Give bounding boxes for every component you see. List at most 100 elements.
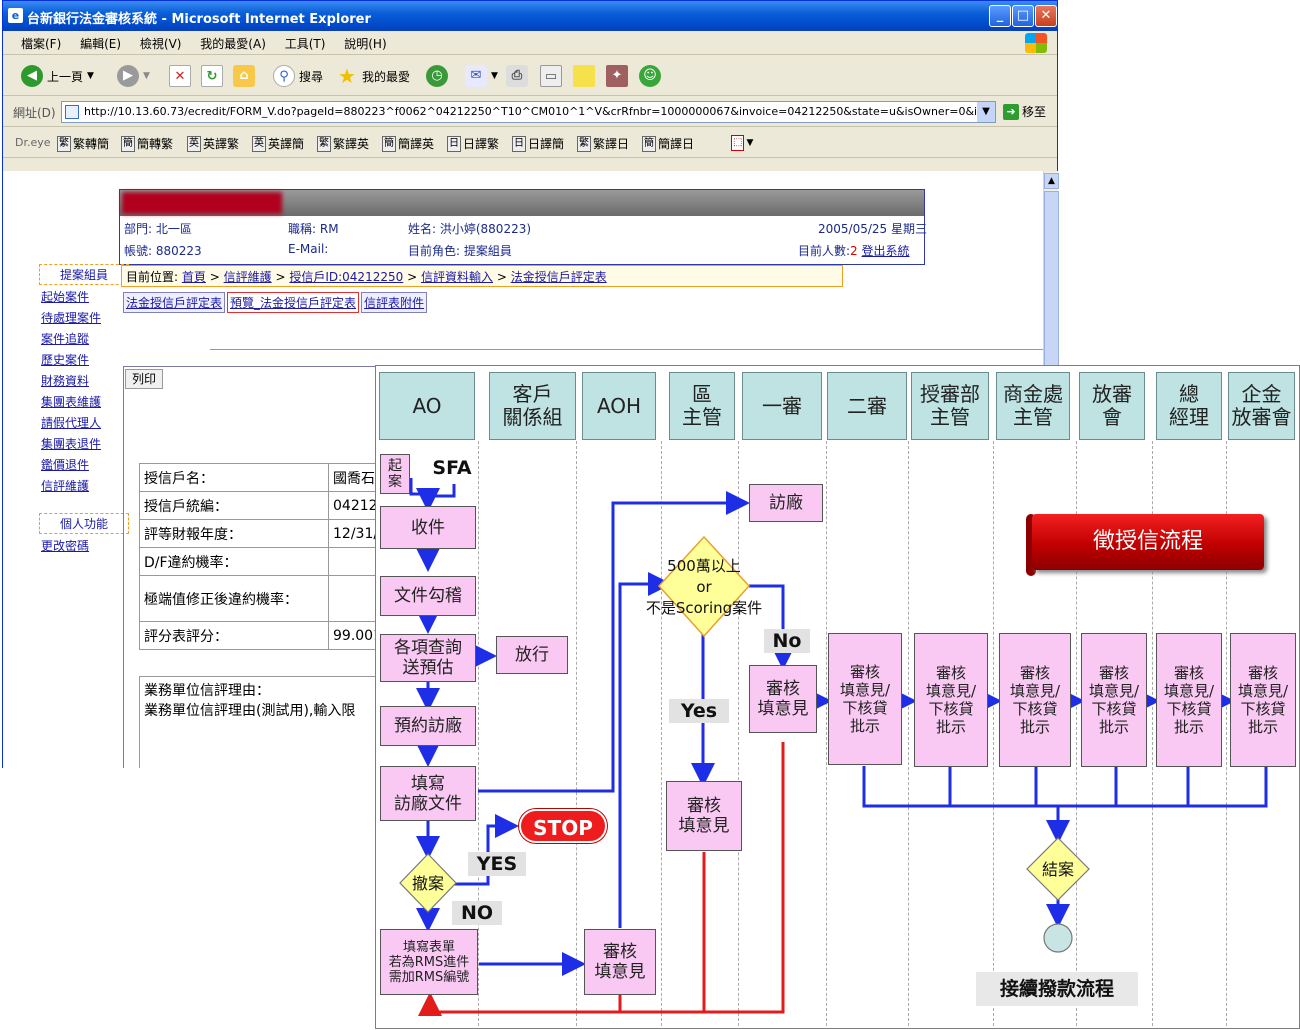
- history-button[interactable]: ◷: [426, 62, 448, 90]
- address-url: http://10.13.60.73/ecredit/FORM_V.do?pag…: [84, 105, 996, 118]
- back-button[interactable]: ◀ 上一頁 ▼: [21, 62, 94, 90]
- form-label: 授信戶統編：: [139, 491, 329, 520]
- breadcrumb-item[interactable]: 法金授信戶評定表: [510, 270, 607, 284]
- chevron-down-icon[interactable]: ▼: [977, 102, 995, 122]
- lane-header-corp-board: 企金 放審會: [1228, 372, 1295, 440]
- favorites-button[interactable]: ★ 我的最愛: [336, 62, 410, 90]
- nav-link-start-case[interactable]: 起始案件: [41, 290, 90, 304]
- release-box: 放行: [496, 636, 568, 674]
- forward-button[interactable]: ▶ ▼: [117, 62, 150, 90]
- go-button[interactable]: ➜ 移至: [1003, 103, 1046, 120]
- menu-file[interactable]: 檔案(F): [21, 37, 62, 51]
- chevron-down-icon: ▼: [143, 71, 150, 81]
- breadcrumb-item[interactable]: 首頁: [181, 270, 206, 284]
- nav-link-group-return[interactable]: 集團表退件: [41, 437, 102, 451]
- nav-link-history-case[interactable]: 歷史案件: [41, 353, 90, 367]
- toolbar: ◀ 上一頁 ▼ ▶ ▼ ✕ ↻ ⌂ ⚲ 搜尋 ★ 我的最愛 ◷ ✉ ▼: [3, 56, 1057, 96]
- windows-logo-icon: [1025, 33, 1047, 53]
- nav-link-leave-agent[interactable]: 請假代理人: [41, 416, 102, 430]
- tab-rating-form[interactable]: 法金授信戶評定表: [123, 292, 226, 313]
- dreye-link[interactable]: 日日譯簡: [512, 135, 564, 152]
- nav-link-financial-data[interactable]: 財務資料: [41, 374, 90, 388]
- nav-group-personal: 個人功能: [39, 513, 129, 534]
- menu-help[interactable]: 說明(H): [344, 37, 387, 51]
- address-input[interactable]: http://10.13.60.73/ecredit/FORM_V.do?pag…: [61, 101, 996, 123]
- approve-box-credit-dept: 審核 填意見/ 下核貸 批示: [914, 633, 988, 767]
- nav-link-case-tracking[interactable]: 案件追蹤: [41, 332, 90, 346]
- lane-divider: [738, 441, 739, 1026]
- dreye-link[interactable]: 簡簡譯日: [642, 135, 694, 152]
- stop-sign: STOP: [519, 809, 607, 843]
- pdf-icon: ⬚: [731, 135, 745, 151]
- research-button[interactable]: ✦: [606, 62, 628, 90]
- nav-link-group-maintain[interactable]: 集團表維護: [41, 395, 102, 409]
- dreye-link[interactable]: 英英譯簡: [252, 135, 304, 152]
- dreye-link[interactable]: 簡簡譯英: [382, 135, 434, 152]
- area-review-box: 審核 填意見: [666, 781, 742, 851]
- form-label: 評分表評分：: [139, 621, 329, 650]
- breadcrumb-sep: >: [407, 270, 418, 284]
- maximize-button[interactable]: □: [1012, 5, 1034, 27]
- minimize-button[interactable]: _: [989, 5, 1011, 27]
- dreye-link-label: 簡譯英: [398, 137, 435, 151]
- divider: [210, 349, 1043, 350]
- close-button[interactable]: ✕: [1035, 5, 1057, 27]
- chevron-down-icon: ▼: [491, 71, 498, 81]
- table-row: 授信戶統編：042122: [139, 491, 399, 520]
- menu-edit[interactable]: 編輯(E): [80, 37, 122, 51]
- print-button[interactable]: 列印: [125, 369, 163, 389]
- decision-cancel-diamond: [399, 853, 457, 913]
- tab-attachment[interactable]: 信評表附件: [361, 292, 428, 313]
- breadcrumb-item[interactable]: 信評維護: [223, 270, 272, 284]
- stop-page-button[interactable]: ✕: [169, 62, 191, 90]
- dreye-link[interactable]: 日日譯繁: [447, 135, 499, 152]
- discuss-button[interactable]: [573, 62, 595, 90]
- close-case-label: 結案: [1041, 860, 1074, 879]
- breadcrumb-item[interactable]: 信評資料輸入: [420, 270, 493, 284]
- logout-link[interactable]: 登出系統: [861, 244, 910, 258]
- messenger-button[interactable]: ☺: [639, 62, 661, 90]
- star-icon: ★: [338, 64, 356, 88]
- dreye-link[interactable]: 繁繁譯日: [577, 135, 629, 152]
- dreye-link[interactable]: 繁繁轉簡: [57, 135, 109, 152]
- title-bar: e 台新銀行法金審核系統 - Microsoft Internet Explor…: [3, 1, 1057, 31]
- lane-header-ao: AO: [379, 372, 475, 440]
- nav-link-change-password[interactable]: 更改密碼: [41, 539, 90, 553]
- home-button[interactable]: ⌂: [233, 62, 255, 90]
- factory-visit-box: 訪廠: [749, 484, 823, 522]
- edit-button[interactable]: ▭: [540, 62, 562, 90]
- dreye-link-label: 簡譯日: [658, 137, 695, 151]
- pdf-button[interactable]: ⬚▼: [731, 135, 753, 151]
- current-date: 2005/05/25 星期三: [818, 222, 927, 236]
- forward-arrow-icon: ▶: [117, 65, 139, 87]
- dreye-link[interactable]: 英英譯繁: [187, 135, 239, 152]
- note-icon: [573, 65, 595, 87]
- refresh-icon: ↻: [201, 65, 223, 87]
- menu-favorites[interactable]: 我的最愛(A): [200, 37, 266, 51]
- reason-text: 業務單位信評理由(測試用),輸入限: [144, 703, 356, 719]
- breadcrumb-sep: >: [209, 270, 220, 284]
- refresh-button[interactable]: ↻: [201, 62, 223, 90]
- dreye-link[interactable]: 繁繁譯英: [317, 135, 369, 152]
- back-label: 上一頁: [47, 69, 84, 84]
- lane-header-commercial-dept: 商金處 主管: [996, 372, 1070, 440]
- form-label: 評等財報年度：: [139, 519, 329, 548]
- menu-view[interactable]: 檢視(V): [139, 37, 182, 51]
- chevron-down-icon: ▼: [87, 71, 94, 81]
- online-count: 目前人數:2 登出系統: [798, 242, 910, 259]
- breadcrumb-item[interactable]: 授信戶ID:04212250: [289, 270, 404, 284]
- tab-preview[interactable]: 預覽_法金授信戶評定表: [227, 292, 360, 313]
- nav-link-pending-case[interactable]: 待處理案件: [41, 311, 102, 325]
- scroll-up-icon[interactable]: ▲: [1044, 173, 1059, 189]
- user-role: 目前角色: 提案組員: [408, 244, 512, 258]
- nav-link-appraisal-return[interactable]: 鑑價退件: [41, 458, 90, 472]
- dreye-badge-icon: 繁: [317, 135, 331, 152]
- menu-tools[interactable]: 工具(T): [284, 37, 326, 51]
- reason-box: 業務單位信評理由： 業務單位信評理由(測試用),輸入限: [139, 676, 399, 768]
- dreye-link[interactable]: 簡簡轉繁: [121, 135, 173, 152]
- search-button[interactable]: ⚲ 搜尋: [273, 62, 323, 90]
- print-toolbar-button[interactable]: ⎙: [506, 62, 528, 90]
- nav-link-rating-maintain[interactable]: 信評維護: [41, 479, 90, 493]
- chevron-down-icon: ▼: [746, 138, 754, 148]
- mail-button[interactable]: ✉ ▼: [465, 62, 498, 90]
